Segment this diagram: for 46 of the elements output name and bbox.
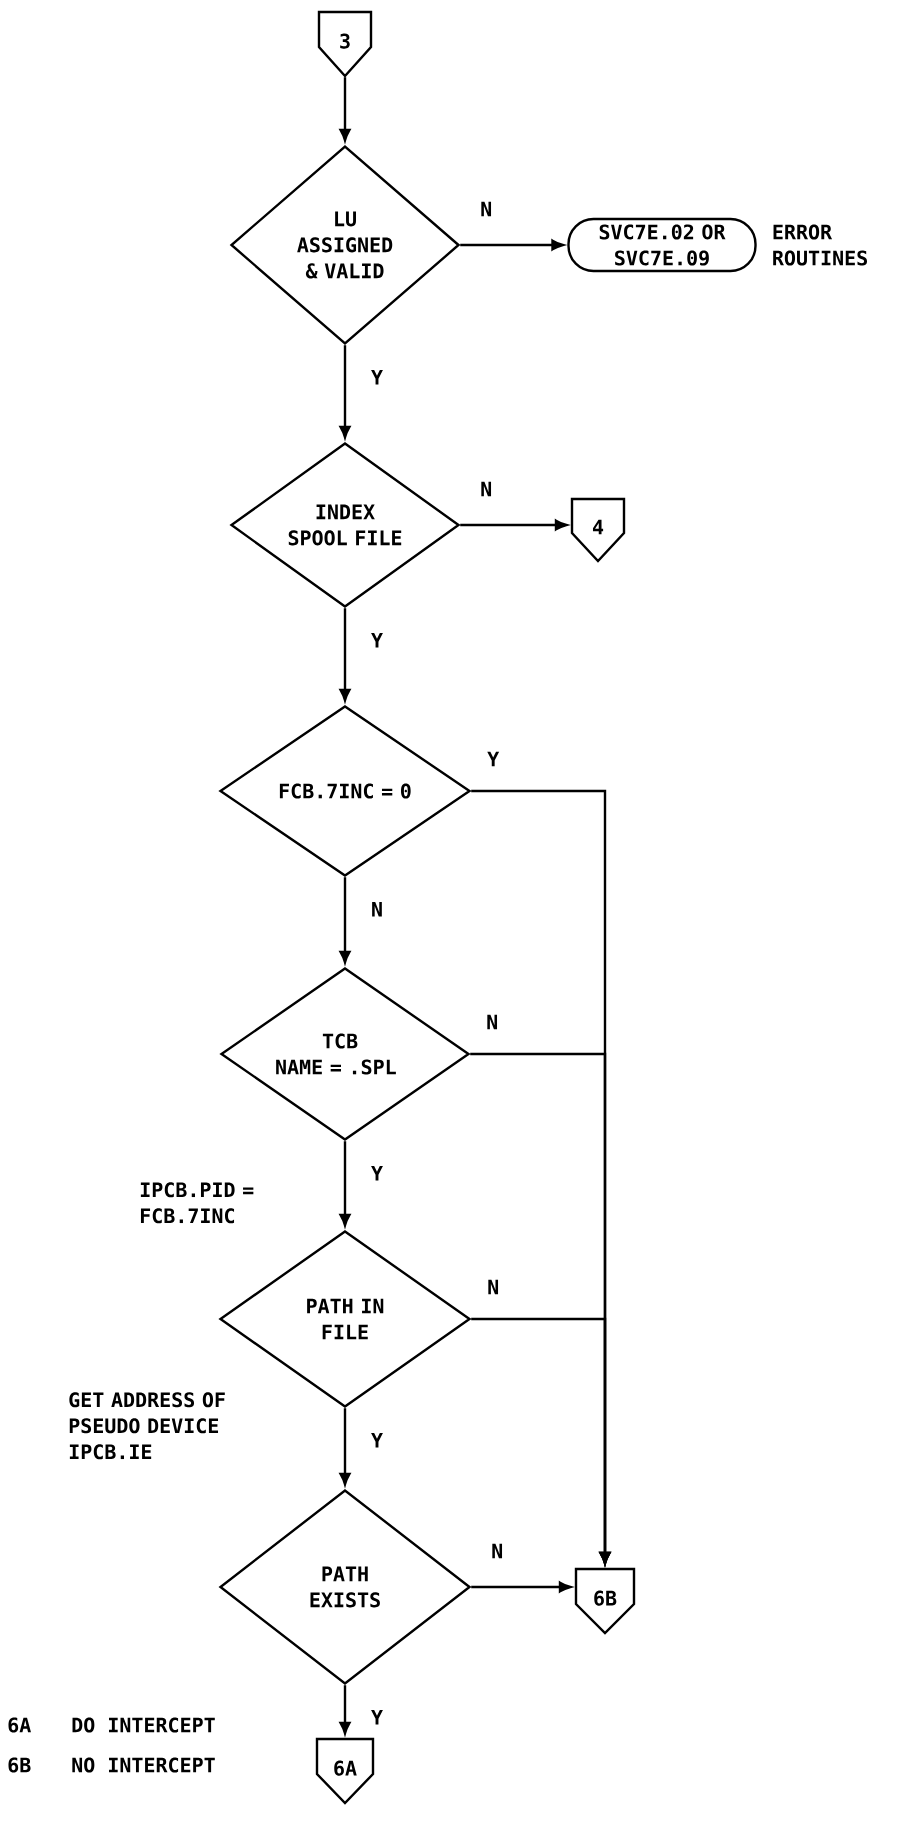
step-label: SVC7E.02 OR SVC7E.09	[599, 224, 726, 266]
connector-symbol	[315, 1737, 375, 1805]
arrow	[339, 77, 351, 142]
step-label: 6B	[594, 1590, 617, 1606]
key-text: DO INTERCEPT	[72, 1717, 215, 1733]
step-label: INDEX SPOOL FILE	[288, 504, 402, 546]
step-label: 3	[340, 33, 350, 49]
connector-symbol	[570, 497, 626, 563]
edge-label: N	[481, 201, 492, 217]
edge-label: Y	[371, 369, 383, 385]
note-text: ERROR ROUTINES	[773, 224, 867, 266]
key-text: 6A	[8, 1717, 31, 1733]
connector-symbol	[317, 10, 373, 78]
arrow	[339, 608, 351, 702]
connector-symbol	[574, 1567, 636, 1635]
edge-label: Y	[371, 1165, 383, 1181]
step-label: TCB NAME = .SPL	[276, 1033, 396, 1075]
arrow	[339, 1685, 351, 1735]
arrow	[471, 1581, 572, 1593]
arrow	[460, 519, 568, 531]
key-text: 6B	[8, 1757, 31, 1773]
arrow	[460, 239, 564, 251]
edge-label: Y	[371, 1709, 383, 1725]
step-label: PATH IN FILE	[307, 1298, 384, 1340]
edge-label: Y	[487, 751, 500, 767]
key-text: NO INTERCEPT	[72, 1757, 215, 1773]
arrow	[339, 1408, 351, 1486]
edge-label: N	[372, 901, 382, 917]
edge-label: N	[492, 1543, 503, 1559]
edge-label: N	[487, 1014, 498, 1030]
step-label: LU ASSIGNED & VALID	[297, 211, 393, 279]
edge-label: Y	[371, 1432, 383, 1448]
terminator-box	[567, 217, 757, 273]
note-text: GET ADDRESS OF PSEUDO DEVICE IPCB.IE	[69, 1392, 225, 1460]
note-text: IPCB.PID = FCB.7INC	[140, 1182, 254, 1224]
arrow	[339, 345, 351, 439]
arrow	[471, 1317, 611, 1565]
step-label: 6A	[334, 1760, 357, 1776]
edge-label: N	[488, 1279, 499, 1295]
arrow	[339, 877, 351, 964]
step-label: FCB.7INC = 0	[279, 783, 411, 799]
step-label: PATH EXISTS	[310, 1566, 380, 1608]
step-label: 4	[593, 519, 604, 535]
arrow	[339, 1141, 351, 1227]
edge-label: Y	[371, 632, 383, 648]
edge-label: N	[481, 481, 492, 497]
